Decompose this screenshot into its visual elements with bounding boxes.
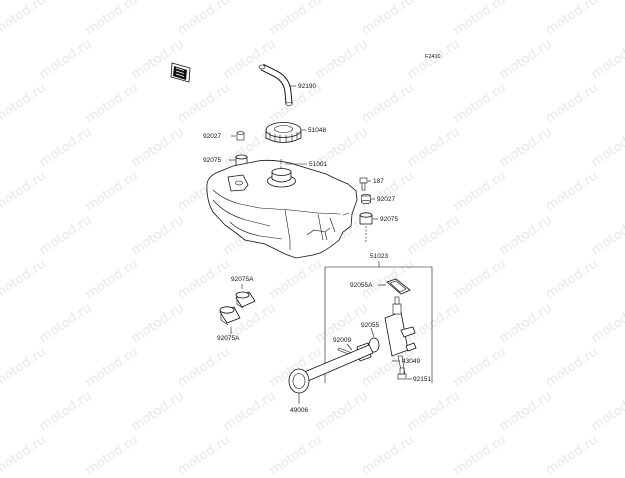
fuel-cap — [265, 122, 302, 143]
fuel-tank — [206, 159, 358, 259]
label-51048: 51048 — [308, 127, 326, 134]
fuel-valve — [384, 296, 417, 376]
label-92075A-top: 92075A — [231, 276, 254, 283]
label-92190: 92190 — [298, 83, 316, 90]
collar-left — [236, 131, 245, 141]
grommet-right — [359, 212, 373, 225]
exploded-parts-diagram: F2410 92190 51048 92027 92075 — [170, 54, 441, 414]
label-92027-right: 92027 — [377, 196, 395, 203]
damper-top — [235, 291, 256, 309]
damper-bottom — [219, 306, 241, 326]
gasket-92055a — [386, 278, 411, 295]
label-43049: 43049 — [402, 358, 420, 365]
label-92055: 92055 — [361, 322, 379, 329]
label-92075-left: 92075 — [203, 157, 221, 164]
label-92027-left: 92027 — [203, 133, 221, 140]
label-92055A: 92055A — [350, 282, 373, 289]
manual-icon — [170, 62, 191, 83]
bolt-187 — [359, 177, 368, 191]
label-51023: 51023 — [370, 253, 388, 260]
label-92075-right: 92075 — [380, 216, 398, 223]
label-92151: 92151 — [413, 376, 431, 383]
breather-hose — [258, 63, 293, 106]
label-187: 187 — [373, 178, 384, 185]
label-92009: 92009 — [333, 337, 351, 344]
collar-right — [361, 194, 371, 205]
label-49006: 49006 — [290, 407, 308, 414]
label-92075A-bottom: 92075A — [217, 335, 240, 342]
label-51001: 51001 — [309, 161, 327, 168]
fuel-filter-49006 — [288, 344, 374, 394]
figure-code: F2410 — [425, 54, 441, 60]
drain-screw-92151 — [397, 367, 407, 380]
